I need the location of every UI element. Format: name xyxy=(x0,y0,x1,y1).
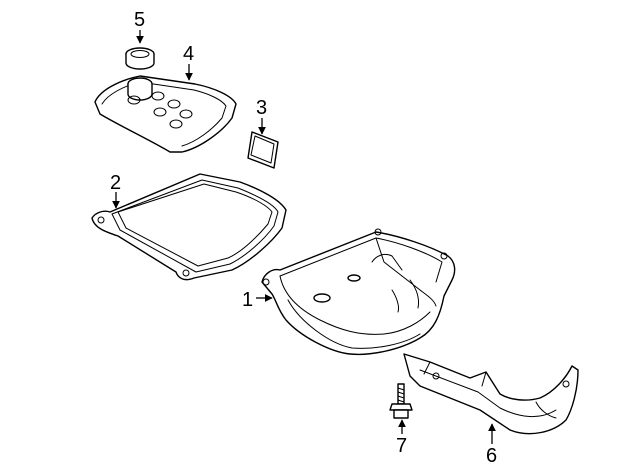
part-4-filter[interactable] xyxy=(94,75,237,153)
callout-2: 2 xyxy=(110,172,121,194)
part-7-bolt[interactable] xyxy=(389,383,413,419)
callout-3: 3 xyxy=(256,97,267,119)
callout-4: 4 xyxy=(183,43,194,65)
part-3-seal-plate[interactable] xyxy=(247,131,279,169)
callout-6: 6 xyxy=(486,445,497,467)
callout-7: 7 xyxy=(396,435,407,457)
part-1-oil-pan[interactable] xyxy=(261,228,456,356)
callout-5: 5 xyxy=(134,9,145,31)
callout-1: 1 xyxy=(242,289,253,311)
part-5-seal[interactable] xyxy=(125,47,155,70)
part-6-bracket[interactable] xyxy=(403,353,579,435)
part-2-gasket[interactable] xyxy=(91,173,287,281)
